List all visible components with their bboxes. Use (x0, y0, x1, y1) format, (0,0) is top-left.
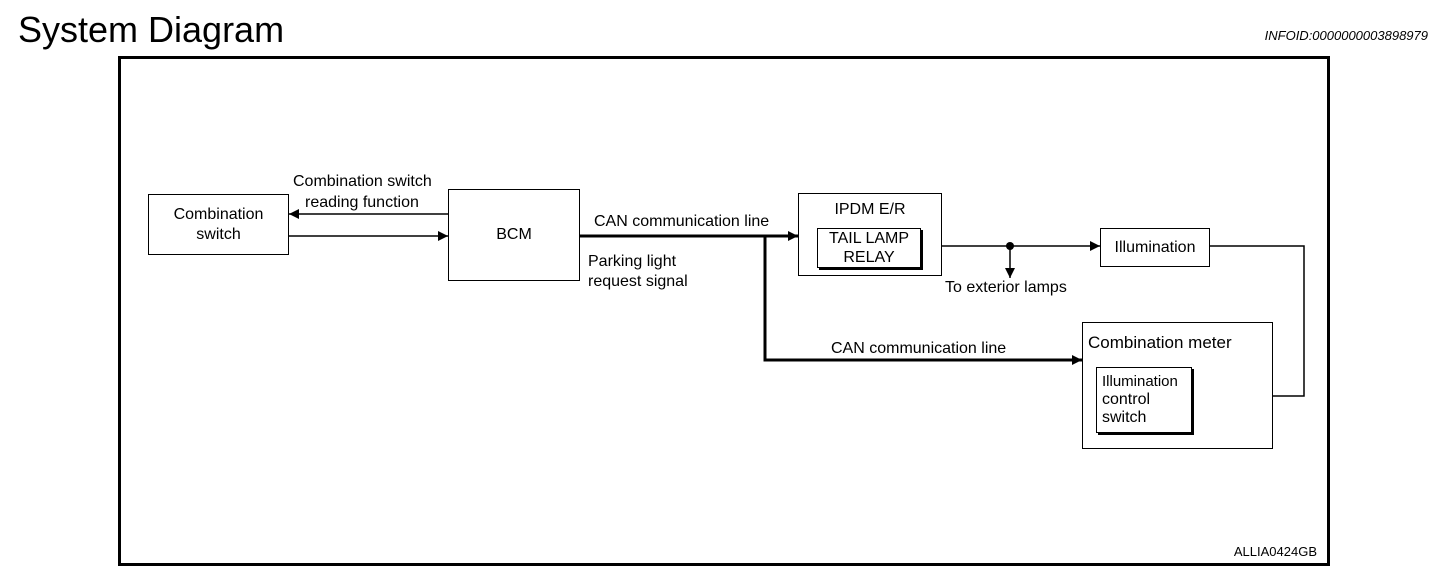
exterior-lamps-label: To exterior lamps (945, 279, 1067, 296)
bcm-box: BCM (448, 189, 580, 281)
combination-meter-box: Combination meter Illumination control s… (1082, 322, 1273, 449)
relay-label-line2: RELAY (843, 249, 895, 266)
can-line-label-top: CAN communication line (594, 213, 770, 230)
illumination-box: Illumination (1100, 228, 1210, 267)
parking-light-label-line2: request signal (588, 273, 688, 290)
parking-light-label-line1: Parking light (588, 253, 677, 270)
bcm-label: BCM (496, 226, 532, 243)
combination-switch-label-line1: Combination (173, 205, 264, 223)
control-switch-line1: Illumination (1102, 373, 1178, 390)
figure-code: ALLIA0424GB (1233, 544, 1317, 559)
info-id: INFOID:0000000003898979 (1264, 28, 1428, 43)
illumination-label: Illumination (1114, 238, 1196, 256)
diagram-frame: ALLIA0424GB (118, 56, 1330, 566)
combination-switch-label-line2: switch (196, 225, 241, 243)
control-switch-line2: control (1102, 391, 1151, 408)
combination-switch-box: Combination switch (148, 194, 289, 255)
reading-function-label-line1: Combination switch (293, 173, 432, 190)
tail-lamp-relay-box: TAIL LAMP RELAY (817, 228, 921, 268)
ipdm-label: IPDM E/R (834, 201, 906, 218)
ipdm-box: IPDM E/R TAIL LAMP RELAY (798, 193, 942, 276)
illumination-control-switch-box: Illumination control switch (1096, 367, 1192, 433)
relay-label-line1: TAIL LAMP (828, 230, 910, 247)
combination-meter-label: Combination meter (1088, 333, 1232, 352)
control-switch-line3: switch (1102, 409, 1147, 426)
page-title: System Diagram (18, 9, 285, 50)
reading-function-label-line2: reading function (305, 194, 419, 211)
can-line-label-bottom: CAN communication line (831, 340, 1007, 357)
